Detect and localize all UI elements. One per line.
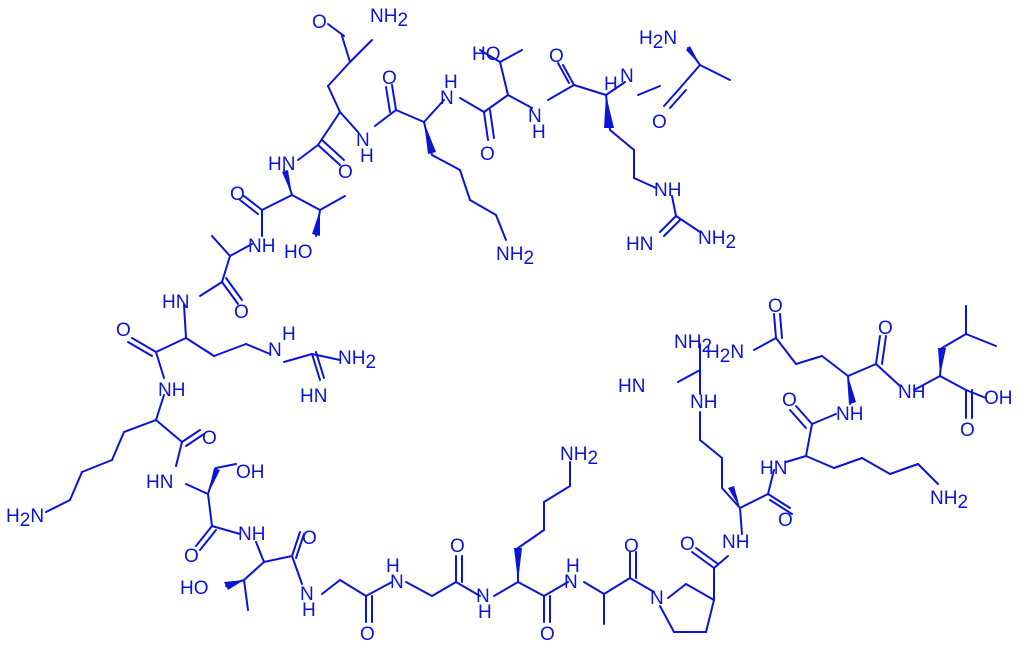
label-h-14: H — [478, 602, 492, 623]
label-o-11: O — [302, 528, 317, 549]
label-h-2: H — [532, 122, 546, 143]
label-o-gln-2: O — [768, 296, 783, 317]
label-n-12: N — [300, 584, 314, 605]
label-o-3: O — [480, 144, 495, 165]
label-hn-18: HN — [760, 458, 787, 479]
label-nh-9: NH — [158, 380, 185, 401]
label-nh2-lys-3: NH2 — [560, 444, 598, 469]
label-nh2-lys-4: NH2 — [930, 488, 968, 513]
label-n-3: N — [440, 88, 454, 109]
label-nh-20: NH — [898, 382, 925, 403]
label-h-3: H — [444, 72, 458, 93]
label-h-8: H — [282, 324, 296, 345]
label-n-1: N — [620, 66, 634, 87]
label-n-15: N — [564, 572, 578, 593]
label-o-1: O — [652, 112, 667, 133]
label-hn-7: HN — [162, 292, 189, 313]
label-o-13: O — [450, 536, 465, 557]
label-hn-10: HN — [146, 472, 173, 493]
label-h2n-1: H2N — [639, 28, 677, 53]
label-o-9: O — [202, 428, 217, 449]
label-nh2-guan-2: NH2 — [338, 348, 376, 373]
label-h-13: H — [386, 556, 400, 577]
label-o-10: O — [184, 546, 199, 567]
label-n-13: N — [390, 572, 404, 593]
label-n-8: N — [268, 340, 282, 361]
label-o-12: O — [360, 624, 375, 645]
bond-network — [45, 23, 997, 633]
label-o-4: O — [382, 68, 397, 89]
label-o-14: O — [540, 624, 555, 645]
label-ho-thr-3: HO — [180, 578, 209, 599]
label-h2n-2: H2N — [6, 506, 44, 531]
label-nh2-lys-1: NH2 — [496, 244, 534, 269]
label-o-20: O — [960, 420, 975, 441]
label-nh-17: NH — [690, 392, 717, 413]
label-nh2-gln-1: NH2 — [370, 6, 408, 31]
label-nh2-guan-1: NH2 — [698, 228, 736, 253]
label-hn-imine-2: HN — [300, 386, 327, 407]
label-o-16: O — [680, 534, 695, 555]
label-nh-19: NH — [836, 404, 863, 425]
label-oh-ser: OH — [236, 462, 265, 483]
label-o-18: O — [782, 390, 797, 411]
label-nh-16: NH — [722, 532, 749, 553]
label-nh-11: NH — [238, 524, 265, 545]
label-o-15: O — [624, 536, 639, 557]
label-o-2: O — [549, 46, 564, 67]
atom-labels: H2N H N O O N H NH HN NH2 HO O N H NH2 O… — [6, 6, 1013, 645]
label-nh2-guan-3: NH2 — [674, 332, 712, 357]
label-h2n-3: H2N — [706, 342, 744, 367]
label-ho-thr-1: HO — [472, 44, 501, 65]
label-n-14: N — [476, 586, 490, 607]
label-h-4: H — [360, 146, 374, 167]
label-o-6: O — [230, 184, 245, 205]
label-o-8: O — [116, 320, 131, 341]
label-o-17: O — [778, 510, 793, 531]
label-n-pro: N — [650, 588, 664, 609]
label-o-5: O — [338, 162, 353, 183]
label-hn-imine-1: HN — [626, 234, 653, 255]
label-h-15: H — [566, 556, 580, 577]
label-n-2: N — [528, 106, 542, 127]
label-n-4: N — [356, 130, 370, 151]
label-o-gln-1: O — [312, 12, 327, 33]
label-oh-acid: OH — [984, 388, 1013, 409]
label-nh-1: H — [604, 74, 618, 95]
stereo-wedges — [186, 46, 946, 590]
label-nh-3: NH — [654, 180, 681, 201]
label-o-19: O — [878, 318, 893, 339]
label-h-12: H — [302, 600, 316, 621]
label-hn-5: HN — [268, 154, 295, 175]
label-hn-imine-3: HN — [618, 376, 645, 397]
label-o-7: O — [234, 302, 249, 323]
label-nh-6: NH — [248, 236, 275, 257]
label-ho-thr-2: HO — [284, 242, 313, 263]
